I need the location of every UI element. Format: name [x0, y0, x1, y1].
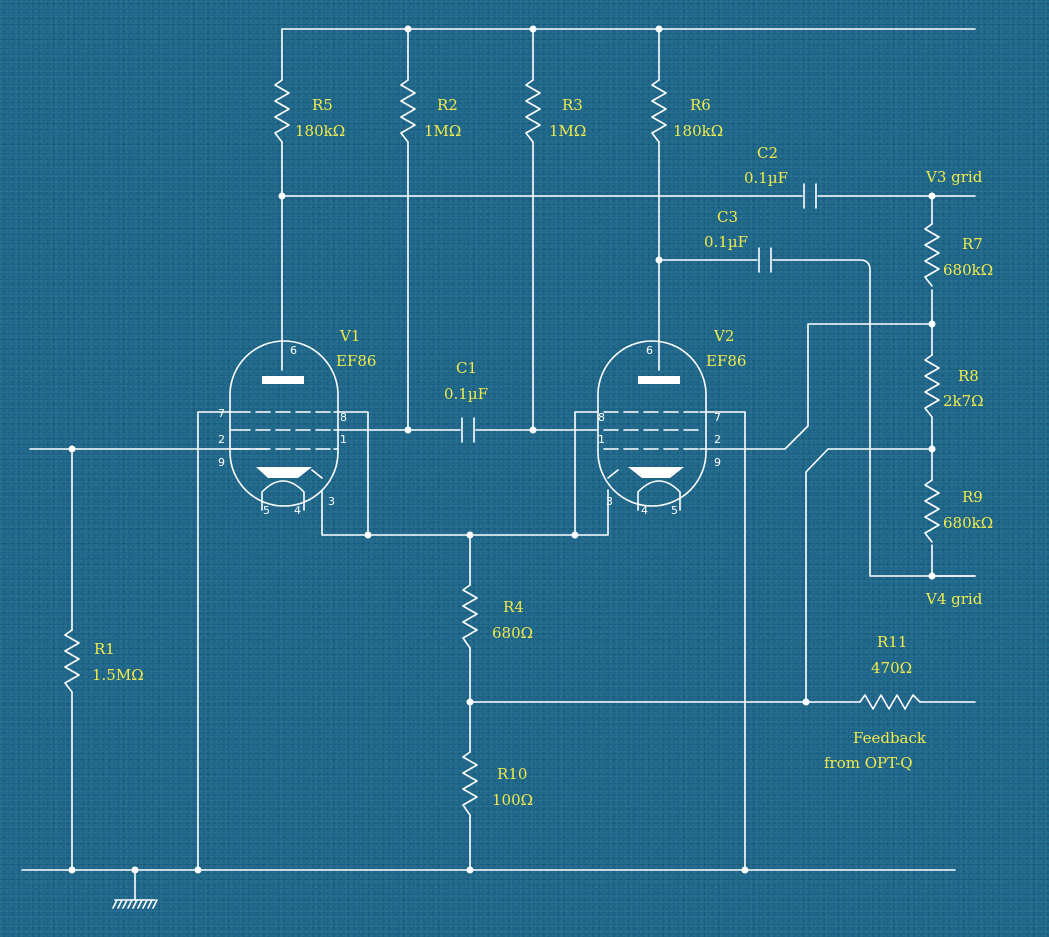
- r3-value: 1MΩ: [549, 122, 586, 140]
- v2-pin-8: 8: [598, 411, 605, 424]
- r6-ref: R6: [690, 96, 711, 114]
- feedback-r8-wire: [805, 448, 933, 703]
- r11-value: 470Ω: [871, 659, 912, 677]
- r9-ref: R9: [962, 488, 983, 506]
- v1-ref: V1: [339, 327, 360, 345]
- r11-symbol: [859, 694, 921, 710]
- v1-type: EF86: [336, 352, 376, 370]
- c1-symbol: [461, 417, 475, 443]
- r10-value: 100Ω: [492, 791, 533, 809]
- feedback-label-line2: from OPT-Q: [824, 754, 913, 772]
- feedback-label-line1: Feedback: [853, 729, 927, 747]
- r5-value: 180kΩ: [295, 122, 345, 140]
- v2-pin-9: 9: [714, 456, 721, 469]
- divider-wire: [931, 195, 976, 577]
- wires: [21, 28, 976, 901]
- r4-ref: R4: [503, 598, 524, 616]
- v2-pin-labels: 6 8 7 1 2 9 3 4 5: [598, 344, 721, 517]
- v2-pin-5: 5: [671, 504, 678, 517]
- v2-cathode-wire: [574, 489, 609, 536]
- r3-symbol: [525, 79, 541, 143]
- r2-value: 1MΩ: [424, 122, 461, 140]
- v2-grid-wire: [699, 323, 933, 450]
- r8-value: 2k7Ω: [943, 392, 984, 410]
- r1-value: 1.5MΩ: [92, 666, 144, 684]
- c3-symbol: [758, 247, 772, 273]
- v1-pin-4: 4: [294, 504, 301, 517]
- r7-value: 680kΩ: [943, 261, 993, 279]
- v2-tube-icon: [597, 340, 707, 511]
- v1-cathode-wire: [321, 489, 369, 536]
- c3-wire: [658, 259, 976, 577]
- v1-tube-icon: [229, 340, 339, 511]
- r2-symbol: [400, 79, 416, 143]
- v2-pin7-wire: [699, 411, 746, 871]
- c2-symbol: [803, 183, 817, 209]
- v1-pin-2: 2: [218, 433, 225, 446]
- v2-pin-2: 2: [714, 433, 721, 446]
- r10-symbol: [462, 751, 478, 816]
- junctions: [68, 25, 936, 874]
- r4-symbol: [462, 584, 478, 649]
- v2-pin8-wire: [574, 411, 599, 536]
- r6-symbol: [651, 79, 667, 143]
- r1-symbol: [64, 629, 80, 693]
- r7-symbol: [924, 223, 940, 287]
- r11-ref: R11: [877, 633, 907, 651]
- v2-pin-4: 4: [641, 504, 648, 517]
- r7-ref: R7: [962, 235, 983, 253]
- v1-pin-3: 3: [328, 495, 335, 508]
- v2-pin-3: 3: [606, 495, 613, 508]
- resistors: [64, 79, 940, 816]
- r9-symbol: [924, 479, 940, 543]
- v2-type: EF86: [706, 352, 746, 370]
- r5-symbol: [274, 79, 290, 143]
- v1-pin-5: 5: [263, 504, 270, 517]
- r6-value: 180kΩ: [673, 122, 723, 140]
- v1-pin-labels: 6 7 8 2 1 9 3 5 4: [218, 344, 347, 517]
- v1-pin8-wire: [337, 411, 369, 536]
- v1-pin-1: 1: [340, 433, 347, 446]
- v3-grid-label: V3 grid: [925, 168, 983, 186]
- r2-ref: R2: [437, 96, 458, 114]
- capacitors: [461, 183, 817, 443]
- ground-icon: [112, 899, 158, 909]
- c2-ref: C2: [757, 144, 778, 162]
- r8-ref: R8: [958, 367, 979, 385]
- v1-pin-8: 8: [340, 411, 347, 424]
- c3-value: 0.1µF: [704, 233, 748, 251]
- r10-ref: R10: [497, 765, 527, 783]
- v1-pin-9: 9: [218, 456, 225, 469]
- component-labels: R5 180kΩ R2 1MΩ R3 1MΩ R6 180kΩ C2 0.1µF…: [92, 96, 993, 809]
- c1-ref: C1: [456, 359, 477, 377]
- r1-ref: R1: [94, 640, 115, 658]
- v2-pin-7: 7: [714, 411, 721, 424]
- v1-pin7-wire: [197, 411, 231, 871]
- v2-pin-1: 1: [598, 433, 605, 446]
- v2-ref: V2: [713, 327, 734, 345]
- c1-value: 0.1µF: [444, 385, 488, 403]
- v2-pin-6: 6: [646, 344, 653, 357]
- v4-grid-label: V4 grid: [925, 590, 983, 608]
- r8-symbol: [924, 354, 940, 418]
- c2-value: 0.1µF: [744, 169, 788, 187]
- c3-ref: C3: [717, 208, 738, 226]
- v1-pin-7: 7: [218, 407, 225, 420]
- r9-value: 680kΩ: [943, 514, 993, 532]
- r5-ref: R5: [312, 96, 333, 114]
- v1-pin-6: 6: [290, 344, 297, 357]
- r3-ref: R3: [562, 96, 583, 114]
- r4-value: 680Ω: [492, 624, 533, 642]
